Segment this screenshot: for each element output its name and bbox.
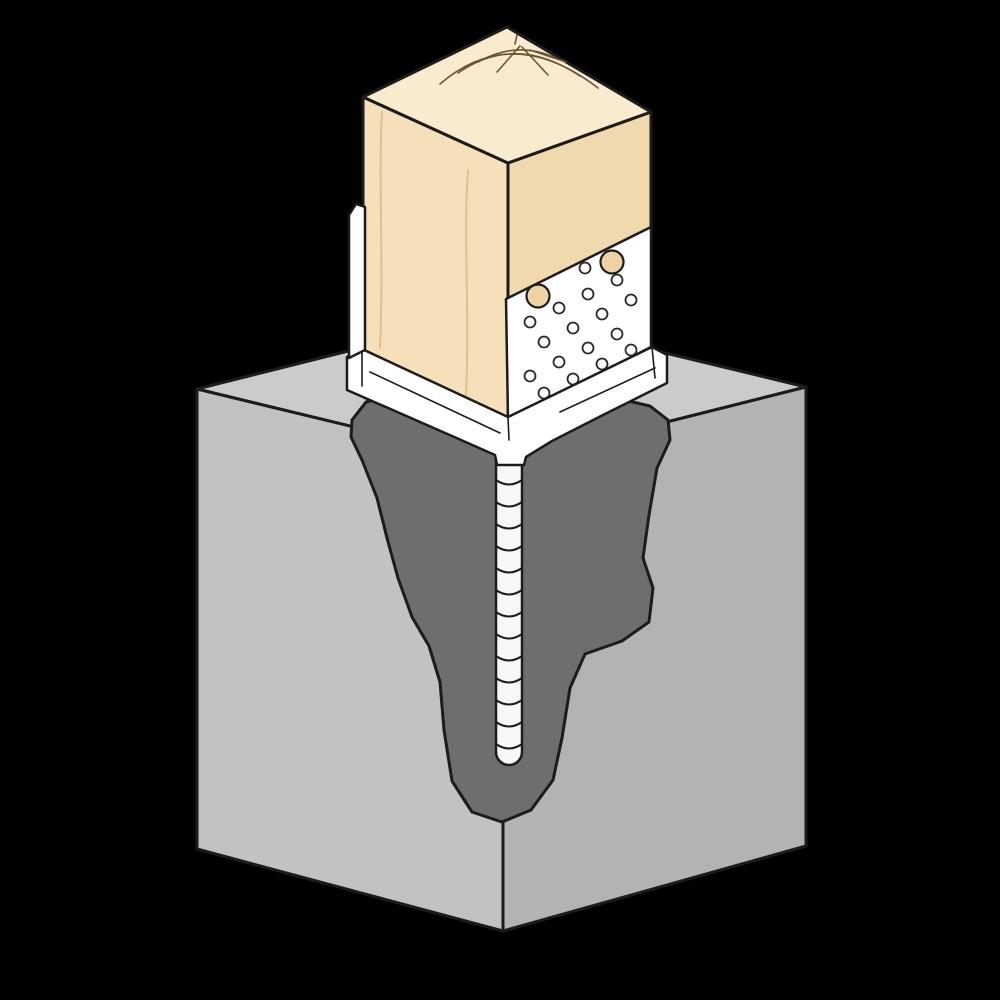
plate-hole: [581, 287, 595, 301]
plate-hole: [581, 341, 595, 355]
plate-hole: [610, 327, 624, 341]
post-base-skirt: [345, 345, 669, 467]
plate-hole: [523, 369, 537, 383]
plate-hole: [624, 343, 638, 357]
plate-hole: [610, 273, 624, 287]
plate-hole: [595, 307, 609, 321]
plate-hole: [537, 335, 551, 349]
plate-nail-holes: [523, 261, 638, 400]
plate-bolt-hole: [525, 283, 551, 309]
anchor-rod: [494, 438, 524, 767]
plate-hole: [523, 315, 537, 329]
wood-grain-lines: [379, 111, 469, 396]
plate-hole: [552, 355, 566, 369]
post-base-collar: [345, 202, 669, 467]
plate-hole: [566, 321, 580, 335]
post-base-fold-lines: [361, 346, 656, 441]
perforated-plate: [504, 225, 653, 422]
anchor-rod-ridges: [495, 479, 523, 750]
plate-hole: [595, 357, 609, 371]
plate-bolt-hole: [599, 249, 625, 275]
plate-bolt-holes: [525, 249, 625, 309]
anchor-rod-shaft: [494, 438, 524, 767]
plate-hole: [552, 301, 566, 315]
plate-hole: [624, 293, 638, 307]
plate-hole: [578, 261, 592, 275]
wood-grain-rings: [439, 34, 599, 89]
post-base-side-plate: [347, 202, 367, 360]
wooden-post-top-face: [361, 25, 653, 165]
